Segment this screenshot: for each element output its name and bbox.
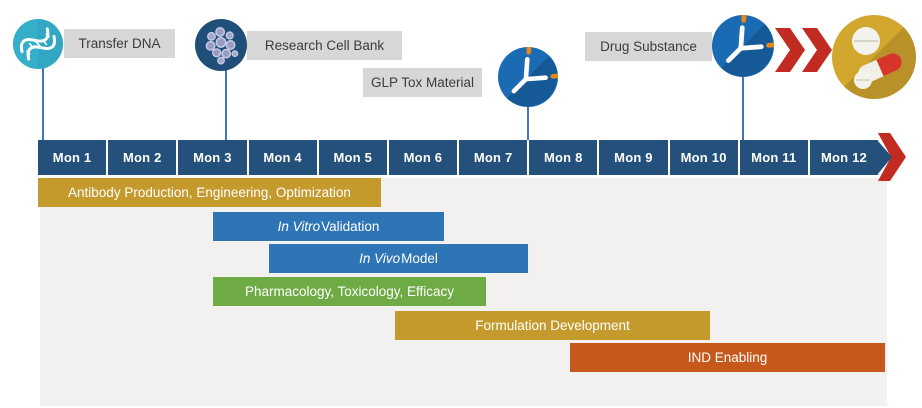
timeline-month-cell: Mon 4 — [248, 140, 317, 175]
timeline-month-label: Mon 12 — [820, 150, 867, 165]
connector-line — [741, 76, 744, 140]
gantt-bar-label: Model — [401, 251, 438, 266]
gantt-bar-label: Formulation Development — [475, 318, 630, 333]
timeline-month-label: Mon 4 — [263, 150, 302, 165]
gantt-bar-label: In Vivo — [359, 251, 401, 266]
gantt-bar-ind-enabling: IND Enabling — [570, 343, 885, 372]
gantt-bar-label: In Vitro — [277, 219, 321, 234]
connector-line — [41, 67, 44, 140]
timeline-month-cell: Mon 1 — [38, 140, 107, 175]
connector-line — [225, 70, 228, 140]
milestone-label-research-cell-bank: Research Cell Bank — [247, 31, 402, 60]
pills-icon — [832, 15, 916, 99]
timeline-month-cell: Mon 8 — [529, 140, 598, 175]
timeline-month-label: Mon 7 — [473, 150, 513, 165]
timeline-month-label: Mon 5 — [333, 150, 373, 165]
gantt-bar-label: Validation — [321, 219, 380, 234]
cell-bank-icon — [195, 19, 247, 71]
timeline-end-arrow-icon — [877, 133, 906, 181]
timeline-month-cell: Mon 10 — [669, 140, 738, 175]
gantt-bars: Antibody Production, Engineering, Optimi… — [38, 178, 885, 378]
timeline-month-cell: Mon 2 — [108, 140, 177, 175]
gantt-bar-in-vivo-model: In Vivo Model — [269, 244, 528, 273]
gantt-bar-in-vitro-validation: In Vitro Validation — [213, 212, 444, 241]
timeline-month-cell: Mon 5 — [318, 140, 387, 175]
timeline-month-cell: Mon 6 — [388, 140, 458, 175]
gantt-bar-pharmacology-toxicology-efficacy: Pharmacology, Toxicology, Efficacy — [213, 277, 486, 306]
gantt-bar-label: IND Enabling — [687, 350, 768, 365]
milestone-label-glp-tox-material: GLP Tox Material — [363, 68, 482, 97]
gantt-bar-label: Antibody Production, Engineering, Optimi… — [68, 185, 351, 200]
timeline-month-cell: Mon 11 — [739, 140, 808, 175]
timeline-month-cell: Mon 9 — [599, 140, 668, 175]
antibody-icon — [712, 15, 774, 77]
timeline-month-label: Mon 8 — [544, 150, 583, 165]
timeline-month-cell: Mon 3 — [178, 140, 247, 175]
timeline-month-label: Mon 2 — [122, 150, 162, 165]
gantt-bar-antibody-production: Antibody Production, Engineering, Optimi… — [38, 178, 381, 207]
connector-line — [527, 106, 529, 140]
timeline-month-label: Mon 1 — [52, 150, 92, 165]
timeline-month-label: Mon 3 — [193, 150, 232, 165]
timeline-month-cell: Mon 12 — [809, 140, 879, 175]
timeline-month-label: Mon 10 — [680, 150, 727, 165]
gantt-bar-label: Pharmacology, Toxicology, Efficacy — [244, 284, 455, 299]
timeline-month-label: Mon 9 — [614, 150, 653, 165]
milestone-label-transfer-dna: Transfer DNA — [64, 29, 175, 58]
timeline-month-label: Mon 11 — [751, 150, 797, 165]
dna-icon — [13, 19, 63, 69]
gantt-bar-formulation-development: Formulation Development — [395, 311, 710, 340]
timeline-month-label: Mon 6 — [403, 150, 443, 165]
double-chevron-icon — [775, 28, 832, 72]
timeline: Mon 1 Mon 2 Mon 3 Mon 4 Mon 5 Mon 6 Mon 7 Mon 8… — [38, 140, 879, 175]
milestone-label-drug-substance: Drug Substance — [585, 32, 712, 61]
timeline-month-cell: Mon 7 — [459, 140, 528, 175]
antibody-icon — [498, 47, 558, 107]
